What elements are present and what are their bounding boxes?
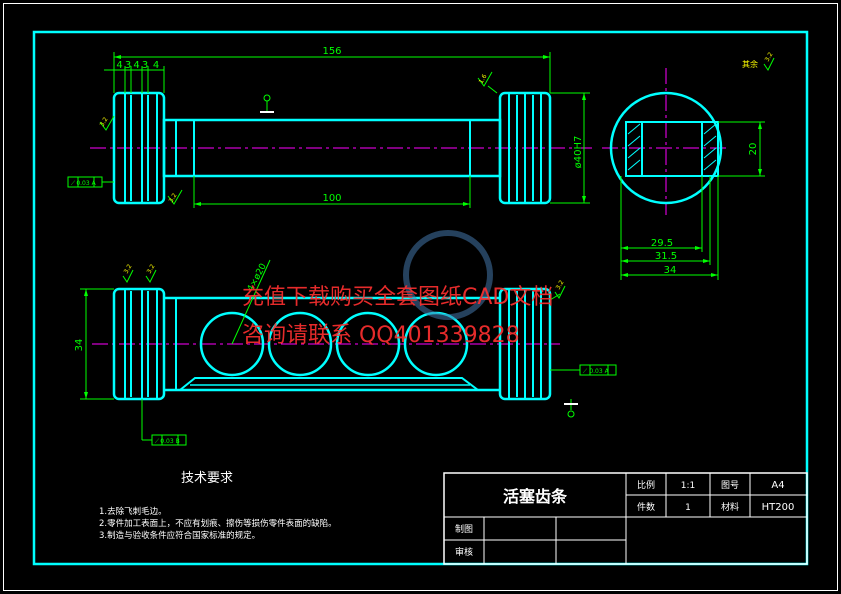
- material-value: HT200: [762, 502, 795, 513]
- svg-text:⟋: ⟋: [155, 438, 160, 445]
- dim-seg-5: 4: [153, 60, 159, 71]
- ra-mark-0: 1.6: [478, 73, 489, 85]
- surface-rest-note: 其余: [742, 59, 758, 69]
- checked-label: 审核: [455, 546, 473, 558]
- scale-value: 1:1: [681, 481, 695, 491]
- drawn-label: 制图: [455, 523, 473, 535]
- ra-mark-2: 3.2: [168, 192, 179, 204]
- dim-depth-2: 31.5: [655, 251, 677, 262]
- sheet-border: [3, 3, 838, 591]
- front-view: [90, 91, 592, 205]
- dim-seg-4: 3: [142, 60, 148, 71]
- requirement-3: 3.制造与验收条件应符合国家标准的规定。: [99, 530, 260, 541]
- dim-bore-diameter: ø40H7: [573, 136, 584, 169]
- scale-label: 比例: [637, 479, 655, 491]
- requirement-1: 1.去除飞刺毛边。: [99, 506, 167, 517]
- title-block: 活塞齿条 比例 1:1 图号 A4 件数 1 材料 HT200 制图 审核: [443, 472, 808, 565]
- runout-frame-2: 0.03 A: [589, 368, 609, 375]
- part-name: 活塞齿条: [503, 487, 568, 506]
- dim-overall-length: 156: [322, 46, 341, 57]
- ra-mark-5: 3.2: [555, 279, 566, 291]
- dim-section-width: 20: [748, 143, 759, 156]
- requirement-2: 2.零件加工表面上，不应有划痕、擦伤等损伤零件表面的缺陷。: [99, 518, 337, 529]
- qty-value: 1: [685, 503, 691, 513]
- watermark: 充值下载购买全套图纸CAD文档 咨询请联系 QQ401339828: [242, 230, 553, 348]
- drawing-no-label: 图号: [721, 480, 739, 491]
- drawing-no-value: A4: [771, 480, 784, 491]
- watermark-line-1: 充值下载购买全套图纸CAD文档: [242, 285, 553, 310]
- dim-shaft-length: 100: [322, 193, 341, 204]
- side-section-view: 20 29.5 31.5 34 其余 3.2: [602, 51, 775, 280]
- dim-depth-3: 34: [664, 265, 677, 276]
- ra-mark-4: 3.2: [146, 263, 157, 275]
- material-label: 材料: [721, 501, 739, 513]
- dim-depth-1: 29.5: [651, 238, 673, 249]
- svg-text:⟋: ⟋: [583, 368, 588, 375]
- runout-frame-1: 0.03 A: [76, 180, 96, 187]
- front-view-dimensions: 156 4 3 4 3 4 100 ø40H7 ⟋ 0.03 A: [67, 46, 590, 208]
- dim-bottom-height: 34: [74, 339, 85, 352]
- requirements-heading: 技术要求: [181, 471, 233, 486]
- drawing-frame: [32, 30, 809, 566]
- ra-mark-rest: 3.2: [764, 51, 775, 63]
- dim-seg-3: 4: [133, 60, 139, 71]
- watermark-line-2: 咨询请联系 QQ401339828: [242, 323, 520, 348]
- dim-seg-1: 4: [116, 60, 122, 71]
- dim-seg-2: 3: [125, 60, 131, 71]
- bottom-view: [92, 287, 560, 401]
- ra-mark-1: 3.2: [99, 116, 110, 128]
- qty-label: 件数: [637, 501, 655, 513]
- svg-text:⟋: ⟋: [71, 180, 76, 187]
- technical-requirements: 技术要求 1.去除飞刺毛边。 2.零件加工表面上，不应有划痕、擦伤等损伤零件表面…: [99, 471, 337, 541]
- runout-frame-3: 0.03 B: [160, 438, 179, 445]
- ra-mark-3: 3.2: [123, 263, 134, 275]
